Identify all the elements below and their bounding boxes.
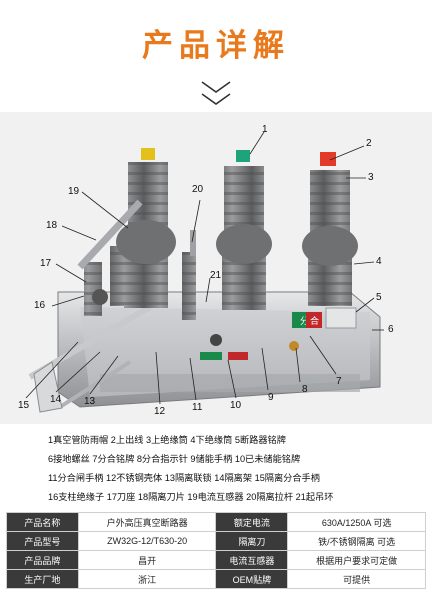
table-row: 生产厂地 浙江 OEM贴牌 可提供: [6, 569, 426, 589]
callout-2: 2: [366, 138, 372, 149]
callout-19: 19: [68, 186, 80, 197]
spec-value: 户外高压真空断路器: [77, 512, 217, 532]
callout-20: 20: [192, 184, 204, 195]
callout-6: 6: [388, 324, 394, 335]
callout-13: 13: [84, 396, 96, 407]
page-header: 产品详解: [0, 0, 432, 112]
callout-7: 7: [336, 376, 342, 387]
callout-11: 11: [192, 402, 203, 413]
legend-line: 6接地螺丝 7分合铭牌 8分合指示针 9储能手柄 10已未储能铭牌: [48, 454, 301, 464]
callout-18: 18: [46, 220, 58, 231]
product-photo: 分 合: [0, 112, 432, 424]
spec-key: 产品型号: [6, 531, 79, 551]
table-row: 产品名称 户外高压真空断路器 额定电流 630A/1250A 可选: [6, 512, 426, 532]
callout-12: 12: [154, 406, 166, 417]
callout-15: 15: [18, 400, 30, 411]
callout-21: 21: [210, 270, 222, 281]
close-indicator-label: 合: [310, 315, 319, 327]
spec-key: 额定电流: [215, 512, 289, 532]
callout-10: 10: [230, 400, 242, 411]
spec-value: 浙江: [77, 569, 217, 589]
callout-5: 5: [376, 292, 382, 303]
legend-line: 1真空管防雨帽 2上出线 3上绝缘筒 4下绝缘筒 5断路器铭牌: [48, 435, 286, 445]
page-title: 产品详解: [142, 28, 290, 64]
table-row: 产品品牌 昌开 电流互感器 根据用户要求可定做: [6, 550, 426, 570]
legend-line: 16支柱绝缘子 17刀座 18隔离刀片 19电流互感器 20隔离拉杆 21起吊环: [48, 492, 334, 502]
spec-table: 产品名称 户外高压真空断路器 额定电流 630A/1250A 可选 产品型号 Z…: [6, 512, 426, 589]
callout-3: 3: [368, 172, 374, 183]
chevron-down-icon: [201, 93, 231, 105]
callout-9: 9: [268, 392, 274, 403]
spec-key: 产品名称: [6, 512, 79, 532]
callout-17: 17: [40, 258, 52, 269]
callout-14: 14: [50, 394, 62, 405]
spec-value: ZW32G-12/T630-20: [77, 531, 217, 551]
legend-line: 11分合闸手柄 12不锈钢壳体 13隔离联锁 14隔离架 15隔离分合手柄: [48, 473, 320, 483]
parts-legend: 1真空管防雨帽 2上出线 3上绝缘筒 4下绝缘筒 5断路器铭牌 6接地螺丝 7分…: [0, 424, 432, 512]
spec-key: 生产厂地: [6, 569, 79, 589]
callout-8: 8: [302, 384, 308, 395]
spec-key: 产品品牌: [6, 550, 79, 570]
spec-value: 昌开: [77, 550, 217, 570]
chevron-down-icon: [201, 81, 231, 93]
spec-value: 铁/不锈钢隔离 可选: [287, 531, 426, 551]
callout-1: 1: [262, 124, 268, 135]
spec-value: 可提供: [287, 569, 426, 589]
callout-16: 16: [34, 300, 46, 311]
table-row: 产品型号 ZW32G-12/T630-20 隔离刀 铁/不锈钢隔离 可选: [6, 531, 426, 551]
spec-key: 电流互感器: [215, 550, 289, 570]
open-indicator-label: 分: [300, 316, 309, 327]
spec-key: OEM贴牌: [215, 569, 289, 589]
spec-value: 根据用户要求可定做: [287, 550, 426, 570]
circuit-breaker-illustration: 分 合: [25, 131, 384, 413]
spec-key: 隔离刀: [215, 531, 289, 551]
spec-value: 630A/1250A 可选: [287, 512, 426, 532]
callout-4: 4: [376, 256, 382, 267]
